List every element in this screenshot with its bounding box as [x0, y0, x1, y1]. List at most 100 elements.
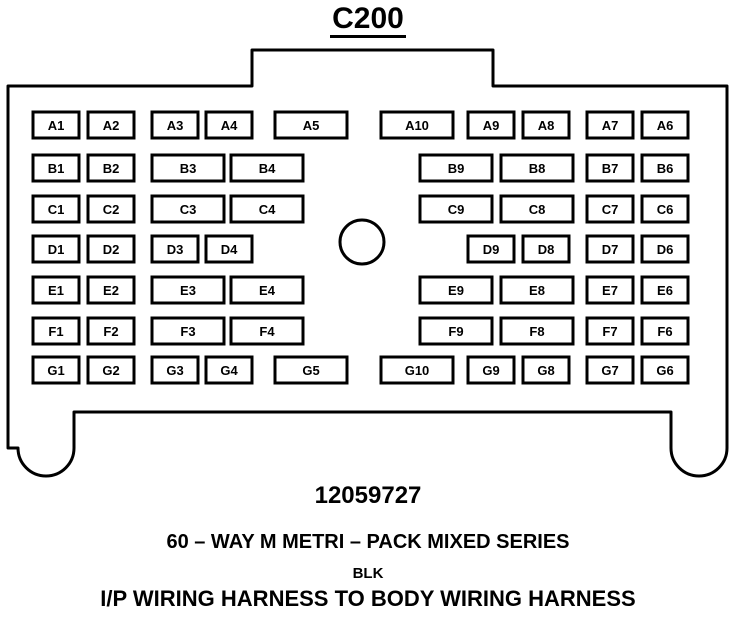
cavity-label-b2: B2 — [103, 161, 120, 176]
cavity-label-f9: F9 — [448, 324, 463, 339]
cavity-label-c4: C4 — [259, 202, 276, 217]
cavity-label-c2: C2 — [103, 202, 120, 217]
cavity-d2 — [86, 234, 136, 264]
cavity-g10 — [379, 355, 455, 385]
cavity-a6 — [640, 110, 690, 140]
cavity-label-g8: G8 — [537, 363, 554, 378]
cavity-f3 — [150, 316, 226, 346]
cavity-a5 — [273, 110, 349, 140]
cavity-e6 — [640, 275, 690, 305]
cavity-label-b3: B3 — [180, 161, 197, 176]
cavity-b2 — [86, 153, 136, 183]
cavity-label-d9: D9 — [483, 242, 500, 257]
cavity-g4 — [204, 355, 254, 385]
cavity-label-c3: C3 — [180, 202, 197, 217]
cavity-label-f4: F4 — [259, 324, 275, 339]
cavity-label-f1: F1 — [48, 324, 63, 339]
cavity-label-b1: B1 — [48, 161, 65, 176]
harness-description: I/P WIRING HARNESS TO BODY WIRING HARNES… — [100, 586, 636, 611]
cavity-label-c8: C8 — [529, 202, 546, 217]
cavity-a4 — [204, 110, 254, 140]
cavity-label-b4: B4 — [259, 161, 276, 176]
cavity-b3 — [150, 153, 226, 183]
cavity-label-e8: E8 — [529, 283, 545, 298]
cavity-g9 — [466, 355, 516, 385]
cavity-a8 — [521, 110, 571, 140]
cavity-f2 — [86, 316, 136, 346]
part-number: 12059727 — [314, 482, 422, 509]
connector-description: 60 – WAY M METRI – PACK MIXED SERIES — [166, 531, 570, 553]
cavity-g6 — [640, 355, 690, 385]
cavity-c7 — [585, 194, 635, 224]
cavity-b7 — [585, 153, 635, 183]
cavity-d7 — [585, 234, 635, 264]
cavity-c9 — [418, 194, 494, 224]
cavity-g7 — [585, 355, 635, 385]
cavity-label-a8: A8 — [538, 118, 555, 133]
cavity-label-d8: D8 — [538, 242, 555, 257]
cavity-label-g5: G5 — [302, 363, 319, 378]
cavity-label-c1: C1 — [48, 202, 65, 217]
cavity-f1 — [31, 316, 81, 346]
cavity-d9 — [466, 234, 516, 264]
cavity-label-e9: E9 — [448, 283, 464, 298]
cavity-label-b9: B9 — [448, 161, 465, 176]
cavity-label-g9: G9 — [482, 363, 499, 378]
cavity-label-g10: G10 — [405, 363, 430, 378]
cavity-f9 — [418, 316, 494, 346]
cavity-e4 — [229, 275, 305, 305]
cavity-label-a7: A7 — [602, 118, 619, 133]
cavity-label-f3: F3 — [180, 324, 195, 339]
connector-color: BLK — [352, 565, 384, 582]
cavity-g1 — [31, 355, 81, 385]
cavity-label-g4: G4 — [220, 363, 238, 378]
cavity-label-e2: E2 — [103, 283, 119, 298]
cavity-g5 — [273, 355, 349, 385]
cavity-label-a1: A1 — [48, 118, 65, 133]
cavity-label-g6: G6 — [656, 363, 673, 378]
cavity-label-c6: C6 — [657, 202, 674, 217]
cavity-c1 — [31, 194, 81, 224]
cavity-g3 — [150, 355, 200, 385]
cavity-label-g7: G7 — [601, 363, 618, 378]
cavity-label-e6: E6 — [657, 283, 673, 298]
cavity-label-f2: F2 — [103, 324, 118, 339]
cavity-label-e1: E1 — [48, 283, 64, 298]
cavity-e9 — [418, 275, 494, 305]
cavity-label-f8: F8 — [529, 324, 544, 339]
cavity-a3 — [150, 110, 200, 140]
cavity-d3 — [150, 234, 200, 264]
cavity-e2 — [86, 275, 136, 305]
center-keying-hole — [338, 218, 386, 266]
cavity-label-c9: C9 — [448, 202, 465, 217]
cavity-c2 — [86, 194, 136, 224]
cavity-f4 — [229, 316, 305, 346]
cavity-c8 — [499, 194, 575, 224]
cavity-g8 — [521, 355, 571, 385]
cavity-label-d6: D6 — [657, 242, 674, 257]
cavity-b4 — [229, 153, 305, 183]
cavity-label-c7: C7 — [602, 202, 619, 217]
cavity-label-a9: A9 — [483, 118, 500, 133]
cavity-label-d3: D3 — [167, 242, 184, 257]
cavity-label-g3: G3 — [166, 363, 183, 378]
cavity-e3 — [150, 275, 226, 305]
cavity-b8 — [499, 153, 575, 183]
cavity-label-f7: F7 — [602, 324, 617, 339]
cavity-label-e4: E4 — [259, 283, 276, 298]
cavity-g2 — [86, 355, 136, 385]
cavity-b1 — [31, 153, 81, 183]
cavity-c6 — [640, 194, 690, 224]
cavity-label-d4: D4 — [221, 242, 238, 257]
cavity-label-g2: G2 — [102, 363, 119, 378]
cavity-label-d7: D7 — [602, 242, 619, 257]
cavity-f7 — [585, 316, 635, 346]
cavity-e7 — [585, 275, 635, 305]
cavity-a2 — [86, 110, 136, 140]
cavity-d4 — [204, 234, 254, 264]
cavity-label-b6: B6 — [657, 161, 674, 176]
cavity-c3 — [150, 194, 226, 224]
cavity-d8 — [521, 234, 571, 264]
